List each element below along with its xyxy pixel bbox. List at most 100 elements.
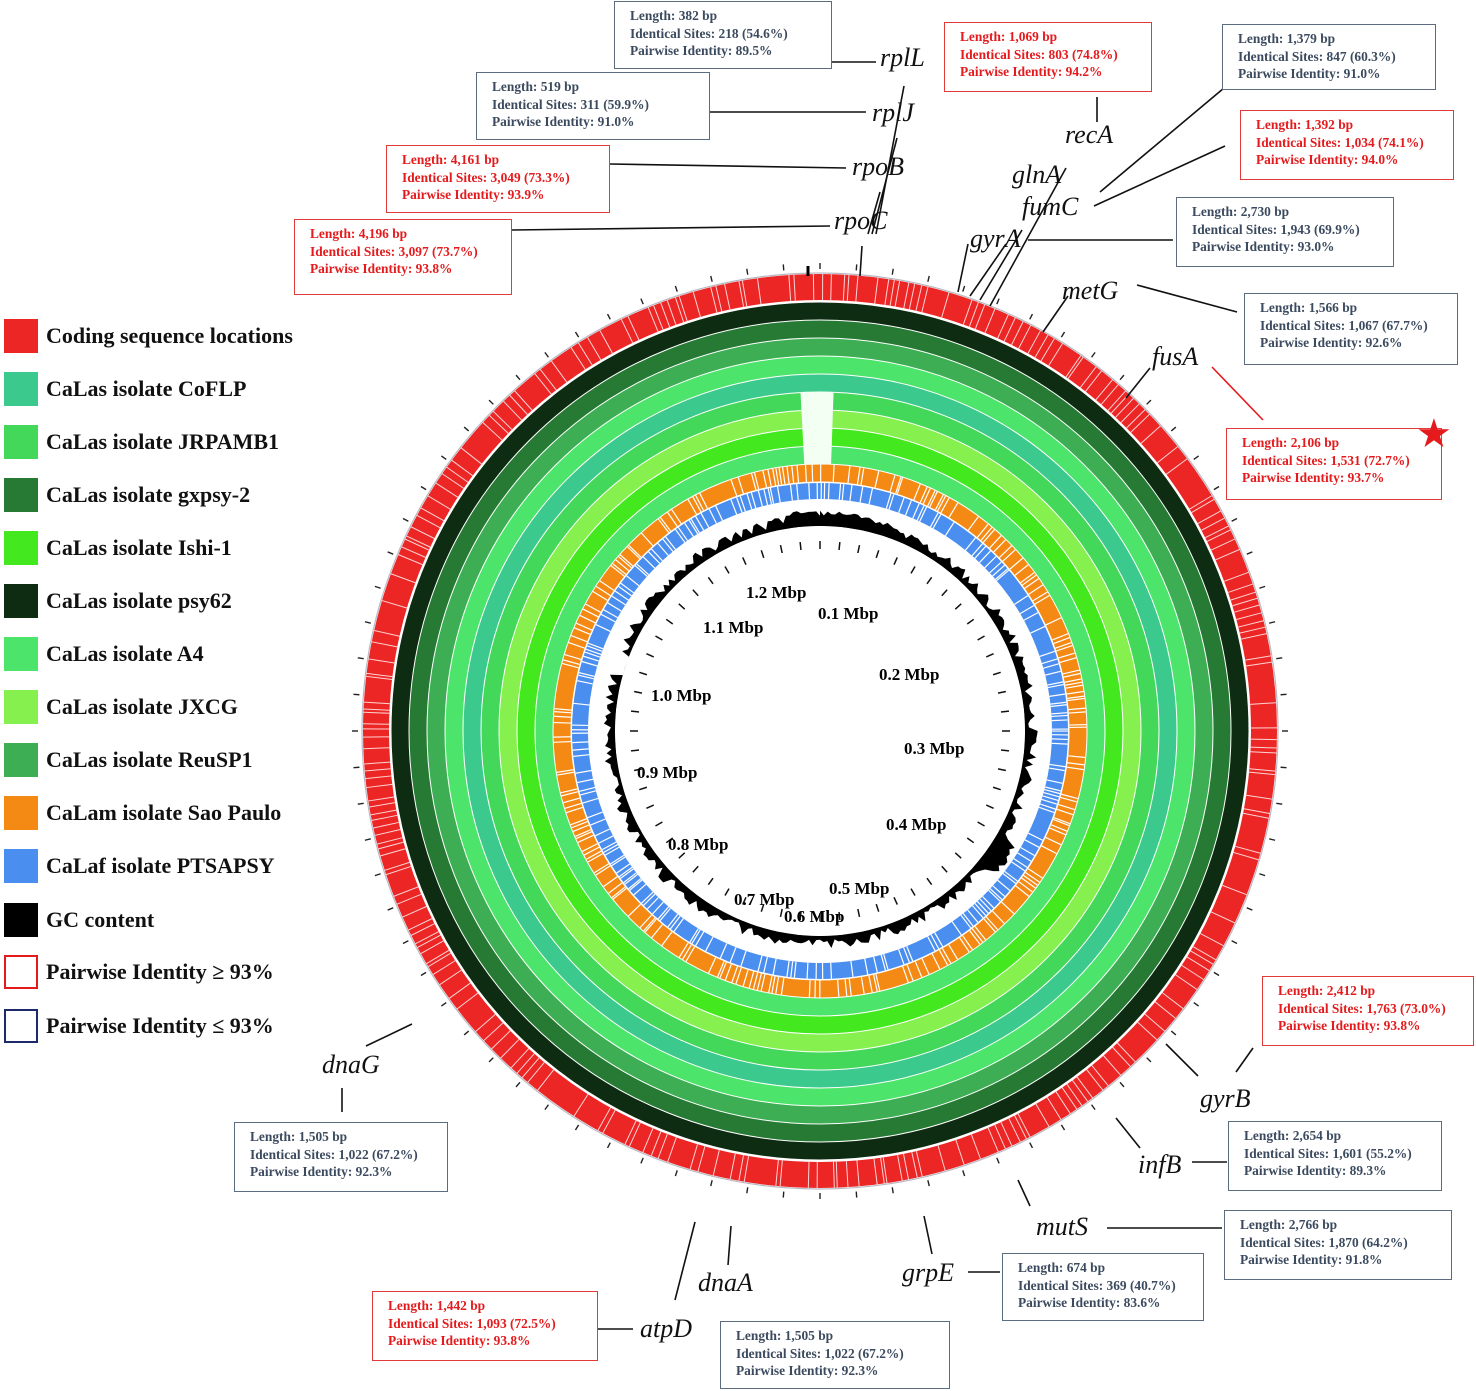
center-disc — [615, 526, 1025, 936]
blue-gap — [974, 903, 987, 916]
blue-gap — [595, 624, 611, 632]
outer-tick — [996, 1157, 1000, 1164]
orange-gap — [651, 924, 663, 939]
scale-tick — [985, 804, 994, 809]
orange-gap — [781, 467, 786, 485]
cds-streak — [882, 1157, 888, 1184]
cds-streak — [1040, 338, 1055, 362]
cds-streak — [398, 554, 423, 566]
blue-gap — [750, 492, 757, 509]
orange-gap — [985, 916, 999, 931]
outer-tick — [574, 1124, 580, 1131]
pointer-grpE — [923, 1215, 933, 1255]
cds-streak — [411, 923, 435, 936]
orange-gap — [844, 979, 848, 997]
cds-streak — [1115, 398, 1134, 418]
info-pairwise-identity: Pairwise Identity: 93.8% — [1278, 1018, 1421, 1033]
orange-gap — [962, 935, 973, 950]
blue-gap — [691, 929, 701, 944]
scale-tick — [639, 786, 648, 791]
blue-gap — [695, 516, 705, 531]
blue-gap — [642, 556, 656, 569]
legend-label: CaLaf isolate PTSAPSY — [46, 853, 275, 878]
cds-streak — [366, 783, 393, 789]
blue-gap — [620, 582, 634, 594]
cds-streak — [1197, 510, 1221, 525]
cds-streak — [620, 319, 634, 344]
orange-gap — [571, 821, 588, 829]
legend-label: CaLas isolate ReuSP1 — [46, 747, 253, 772]
cds-streak — [482, 422, 503, 441]
cds-streak — [1249, 768, 1276, 772]
cds-streak — [1222, 884, 1247, 896]
gene-label-dnaA: dnaA — [698, 1268, 753, 1297]
pointer-metG — [1042, 295, 1069, 333]
orange-gap — [554, 708, 572, 711]
cds-streak — [432, 960, 456, 975]
info-box-grpE: Length: 674 bp Identical Sites: 369 (40.… — [1002, 1253, 1204, 1321]
outer-tick — [1170, 1030, 1177, 1036]
info-length: Length: 2,412 bp — [1278, 983, 1376, 998]
blue-gap — [772, 958, 777, 975]
orange-gap — [628, 544, 642, 558]
orange-gap — [1067, 697, 1085, 702]
blue-gap — [572, 748, 589, 751]
cds-streak — [889, 280, 895, 306]
outer-tick — [1029, 313, 1034, 320]
pointer-rplL — [875, 85, 905, 235]
info-identical-sites: Identical Sites: 218 (54.6%) — [630, 25, 788, 41]
pointer-atpD — [674, 1221, 696, 1301]
legend-swatch — [4, 372, 38, 406]
orange-gap — [563, 659, 580, 665]
orange-gap — [1050, 824, 1068, 832]
orange-gap — [929, 491, 938, 508]
cds-streak — [678, 296, 688, 322]
blue-gap — [1047, 683, 1064, 689]
cds-streak — [908, 283, 916, 310]
scale-tick — [724, 566, 730, 574]
orange-gap — [615, 559, 630, 572]
blue-gap — [657, 542, 669, 556]
orange-gap — [612, 887, 627, 900]
legend-swatch — [4, 955, 38, 989]
blue-gap — [575, 769, 592, 774]
cds-streak — [578, 342, 593, 366]
legend-swatch — [4, 531, 38, 565]
legend-item-sao-paulo: CaLam isolate Sao Paulo — [4, 793, 281, 833]
cds-streak — [1095, 379, 1113, 401]
cds-streak — [628, 1122, 641, 1147]
legend-item-psy62: CaLas isolate psy62 — [4, 581, 232, 621]
outer-tick — [1119, 1081, 1125, 1088]
cds-streak — [363, 708, 390, 711]
cds-streak — [903, 282, 910, 309]
info-identical-sites: Identical Sites: 3,049 (73.3%) — [402, 169, 570, 185]
scale-tick — [655, 635, 663, 641]
blue-gap — [838, 483, 842, 500]
orange-gap — [1045, 836, 1062, 846]
scale-tick — [633, 690, 643, 694]
scale-tick — [630, 749, 640, 752]
cds-streak — [1210, 538, 1235, 551]
info-box-rplJ: Length: 519 bp Identical Sites: 311 (59.… — [476, 72, 710, 140]
cds-streak — [1227, 583, 1253, 593]
outer-ticks — [352, 263, 1288, 1199]
scale-label-0.1: 0.1 Mbp — [818, 604, 878, 623]
outer-tick — [606, 1142, 611, 1149]
cds-streak — [807, 1161, 810, 1188]
orange-gap — [575, 829, 592, 837]
blue-gap — [1002, 873, 1017, 884]
cds-streak — [1067, 357, 1084, 379]
blue-gap — [934, 932, 944, 947]
blue-gap — [1011, 861, 1026, 872]
cds-streak — [1246, 794, 1272, 800]
cds-streak — [1239, 626, 1266, 634]
orange-gap — [612, 563, 627, 575]
blue-gap — [864, 958, 869, 975]
orange-gap — [919, 486, 928, 503]
cds-streak — [1085, 370, 1102, 392]
cds-streak — [874, 277, 879, 304]
scale-tick — [875, 550, 880, 559]
cds-streak — [650, 1131, 662, 1156]
blue-gap — [951, 921, 962, 936]
blue-gap — [962, 913, 974, 927]
